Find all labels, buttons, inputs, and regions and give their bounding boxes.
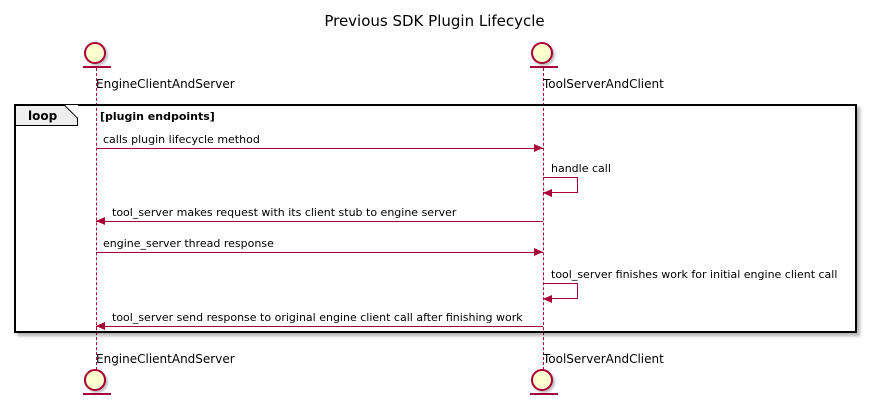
entity-circle-shape — [531, 42, 553, 64]
arrow-head-left-icon — [543, 189, 552, 197]
entity-baseline-shape — [530, 66, 558, 68]
entity-baseline-shape — [83, 393, 111, 395]
arrow-head-right-icon — [534, 248, 543, 256]
entity-circle-shape — [84, 369, 106, 391]
message-line-6 — [96, 326, 543, 327]
arrow-head-left-icon — [96, 322, 105, 330]
fragment-tab-corner-shape — [65, 105, 78, 118]
self-message-box-5 — [543, 283, 578, 299]
loop-fragment-box — [14, 104, 857, 333]
message-label-1: calls plugin lifecycle method — [103, 133, 260, 146]
loop-fragment-condition: [plugin endpoints] — [100, 110, 215, 123]
message-line-4 — [96, 252, 543, 253]
entity-baseline-shape — [83, 66, 111, 68]
entity-circle-shape — [84, 42, 106, 64]
entity-icon — [83, 42, 111, 72]
entity-circle-shape — [531, 369, 553, 391]
message-line-3 — [96, 221, 543, 222]
entity-icon — [83, 369, 111, 399]
loop-fragment-tab — [16, 105, 78, 126]
page-title: Previous SDK Plugin Lifecycle — [324, 12, 545, 30]
entity-baseline-shape — [530, 393, 558, 395]
entity-icon — [530, 42, 558, 72]
loop-fragment-label: loop — [28, 109, 58, 123]
arrow-head-right-icon — [534, 144, 543, 152]
arrow-head-left-icon — [543, 295, 552, 303]
lifeline-tool-server-and-client — [543, 68, 544, 370]
self-message-box-2 — [543, 177, 578, 193]
message-line-1 — [96, 148, 543, 149]
message-label-3: tool_server makes request with its clien… — [112, 206, 457, 219]
message-label-5: tool_server finishes work for initial en… — [551, 268, 838, 281]
message-label-2: handle call — [551, 162, 611, 175]
message-label-6: tool_server send response to original en… — [112, 311, 523, 324]
message-label-4: engine_server thread response — [103, 237, 274, 250]
arrow-head-left-icon — [96, 217, 105, 225]
entity-icon — [530, 369, 558, 399]
